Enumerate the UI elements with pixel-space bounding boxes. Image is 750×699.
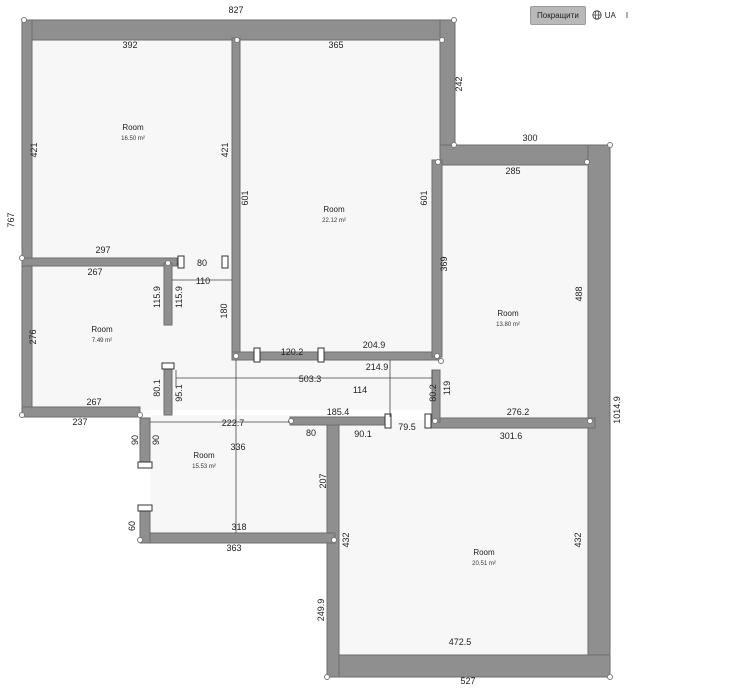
room-area: 20.51 m² (472, 561, 496, 567)
dimension-label: 114 (353, 385, 367, 395)
dimension-label: 249.9 (316, 599, 326, 622)
room-area: 16.50 m² (121, 136, 145, 142)
dimension-label: 80 (197, 258, 207, 268)
dimension-label: 120.2 (281, 347, 304, 357)
room-name: Room (122, 123, 144, 132)
dimension-label: 60 (127, 521, 137, 531)
improve-button[interactable]: Покращити (530, 5, 586, 25)
toolbar: Покращити UA I (530, 4, 628, 26)
dimension-label: 421 (29, 142, 39, 157)
dimension-label: 90 (151, 435, 161, 445)
room-name: Room (91, 325, 113, 334)
dimension-label: 115.9 (152, 286, 162, 308)
doors (137, 255, 432, 512)
dimension-label: 285 (505, 166, 520, 176)
room-name: Room (323, 205, 345, 214)
dimension-label: 185.4 (327, 407, 350, 417)
dimension-label: 80.2 (428, 384, 438, 402)
room-area: 22.12 m² (322, 218, 346, 224)
dimension-label: 79.5 (398, 422, 416, 432)
door-marker (253, 347, 261, 363)
dimension-label: 80.1 (152, 379, 162, 397)
door-marker (221, 255, 229, 269)
door-marker (424, 413, 432, 429)
dimension-label: 80 (306, 428, 316, 438)
dimension-label: 90 (130, 435, 140, 445)
dimension-label: 365 (328, 40, 343, 50)
door-marker (161, 362, 175, 370)
wall-nodes (19, 17, 613, 680)
dimension-label: 601 (240, 190, 250, 205)
dimension-label: 827 (228, 5, 243, 15)
room-area: 15.53 m² (192, 464, 216, 470)
room-name: Room (473, 548, 495, 557)
dimension-label: 242 (454, 76, 464, 91)
dimension-label: 297 (95, 245, 110, 255)
dimension-label: 90.1 (354, 429, 372, 439)
dimension-label: 503.3 (299, 374, 322, 384)
room-name: Room (193, 451, 215, 460)
dimension-label: 95.1 (174, 384, 184, 402)
dimension-label: 1014.9 (612, 396, 622, 424)
dimension-label: 432 (573, 532, 583, 547)
dimension-label: 363 (226, 543, 241, 553)
dimension-label: 472.5 (449, 637, 472, 647)
room-labels: Room 16.50 m² Room 22.12 m² Room 13.80 m… (91, 123, 520, 567)
room-name: Room (497, 309, 519, 318)
dimension-label: 488 (574, 286, 584, 301)
dimension-label: 276.2 (507, 407, 530, 417)
dimension-label: 214.9 (366, 362, 389, 372)
walls (21, 19, 611, 678)
language-label: UA (604, 10, 616, 20)
room-area: 7.49 m² (92, 338, 112, 344)
dimension-label: 527 (460, 676, 475, 686)
dimension-label: 119 (442, 381, 452, 395)
door-marker (137, 461, 153, 469)
dimension-label: 237 (72, 417, 87, 427)
dimension-label: 767 (6, 212, 16, 227)
dimension-label: 336 (230, 442, 245, 452)
dimension-label: 601 (419, 190, 429, 205)
dimension-label: 222.7 (222, 418, 245, 428)
door-marker (384, 413, 392, 429)
dimension-label: 432 (341, 532, 351, 547)
dimension-label: 115.9 (174, 286, 184, 308)
dimension-label: 318 (231, 522, 246, 532)
dimension-label: 276 (28, 329, 38, 344)
toolbar-extra-mark: I (625, 10, 629, 20)
dimension-label: 369 (439, 256, 449, 271)
door-marker (317, 347, 325, 363)
door-marker (177, 255, 185, 269)
room-area: 13.80 m² (496, 322, 520, 328)
measurement-lines (150, 279, 433, 533)
dimension-label: 301.6 (500, 431, 523, 441)
dimension-label: 110 (196, 276, 210, 286)
dimension-labels: 827 392 365 242 300 285 421 421 767 601 … (6, 5, 622, 686)
floors (30, 40, 600, 660)
door-marker (137, 504, 153, 512)
dimension-label: 180 (219, 303, 229, 318)
dimension-label: 421 (220, 142, 230, 157)
dimension-label: 392 (122, 40, 137, 50)
dimension-label: 300 (522, 133, 537, 143)
dimension-label: 204.9 (363, 340, 386, 350)
dimension-label: 267 (87, 267, 102, 277)
dimension-label: 207 (318, 473, 328, 488)
language-selector[interactable]: UA (592, 10, 616, 20)
globe-icon (592, 10, 602, 20)
dimension-label: 267 (86, 397, 101, 407)
